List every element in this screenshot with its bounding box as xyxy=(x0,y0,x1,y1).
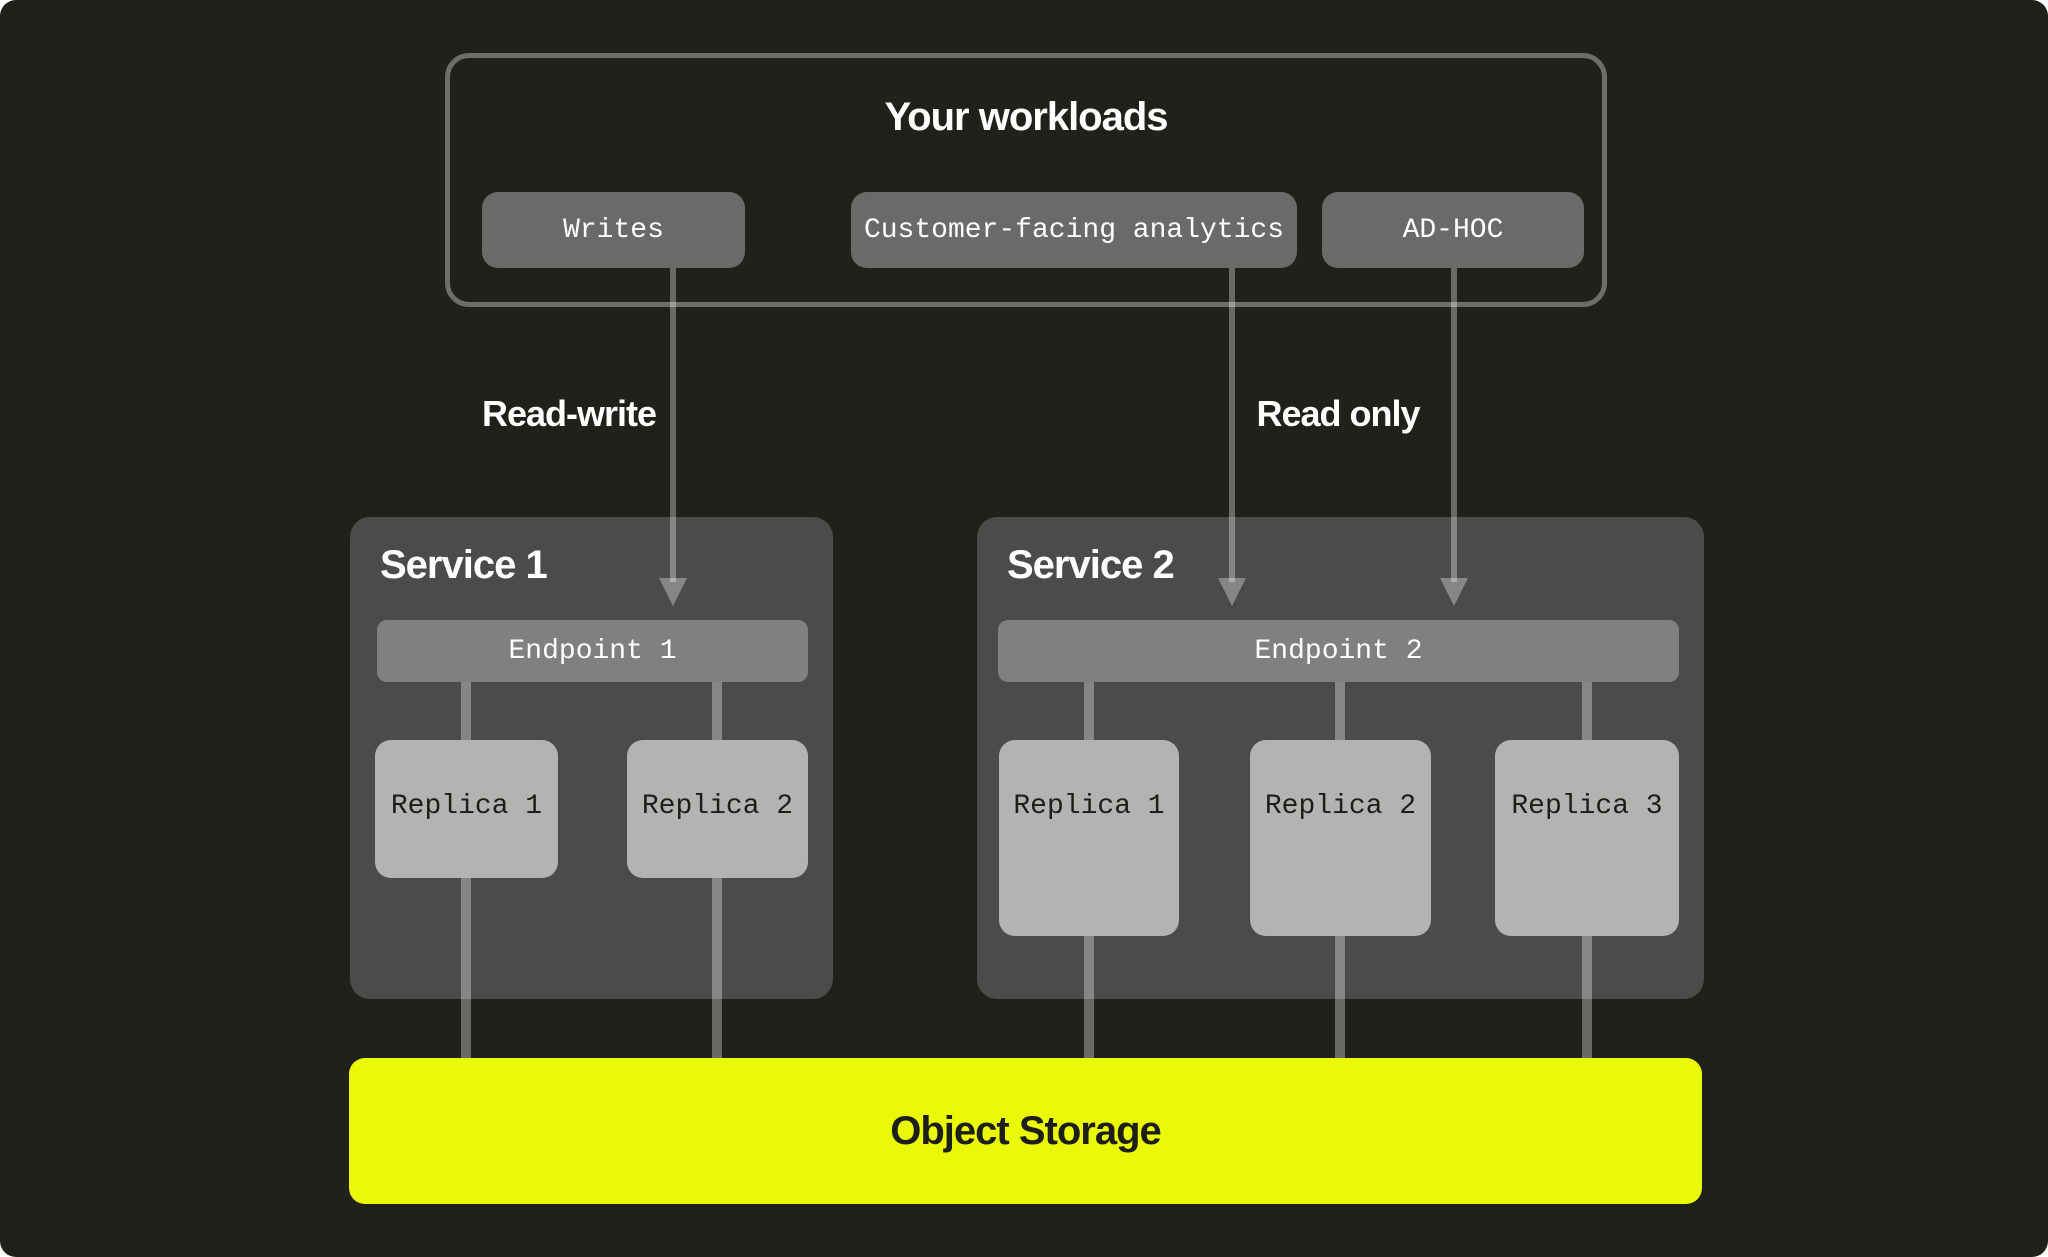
endpoint-1-label: Endpoint 1 xyxy=(508,635,677,667)
endpoint-2-bar: Endpoint 2 xyxy=(998,620,1679,682)
workload-chip-ad-hoc: AD-HOC xyxy=(1322,192,1584,268)
service-1-replica-2: Replica 2 xyxy=(627,740,808,878)
workloads-title: Your workloads xyxy=(884,95,1168,139)
service-2-replica-3-label: Replica 3 xyxy=(1511,791,1663,822)
service-1-title: Service 1 xyxy=(380,543,548,587)
service-2-replica-2-label: Replica 2 xyxy=(1264,791,1417,822)
endpoint-1-bar: Endpoint 1 xyxy=(377,620,808,682)
service-1-replica-1: Replica 1 xyxy=(375,740,558,878)
service-2-panel: Service 2 Endpoint 2 Replica 1 Replica 2… xyxy=(977,517,1704,1080)
service-2-replica-2: Replica 2 xyxy=(1250,740,1431,936)
service-2-replica-3: Replica 3 xyxy=(1495,740,1679,936)
workload-chip-writes-label: Writes xyxy=(563,214,664,246)
service-2-replica-1-label: Replica 1 xyxy=(1013,791,1165,822)
workload-chip-customer-facing-analytics: Customer-facing analytics xyxy=(851,192,1297,268)
object-storage-bar: Object Storage xyxy=(349,1058,1702,1204)
workload-chip-customer-facing-analytics-label: Customer-facing analytics xyxy=(863,214,1285,246)
workload-chip-ad-hoc-label: AD-HOC xyxy=(1402,214,1504,246)
workload-chip-writes: Writes xyxy=(482,192,745,268)
service-1-replica-2-label: Replica 2 xyxy=(641,791,794,822)
workloads-panel xyxy=(445,53,1607,307)
service-2-replica-1: Replica 1 xyxy=(999,740,1179,936)
label-read-only: Read only xyxy=(1256,393,1420,434)
service-1-panel: Service 1 Endpoint 1 Replica 1 Replica 2 xyxy=(350,517,833,1080)
endpoint-2-label: Endpoint 2 xyxy=(1254,635,1423,667)
service-2-title: Service 2 xyxy=(1007,543,1175,587)
object-storage-label: Object Storage xyxy=(890,1108,1162,1153)
label-read-write: Read-write xyxy=(481,393,657,434)
service-1-replica-1-label: Replica 1 xyxy=(390,791,543,822)
